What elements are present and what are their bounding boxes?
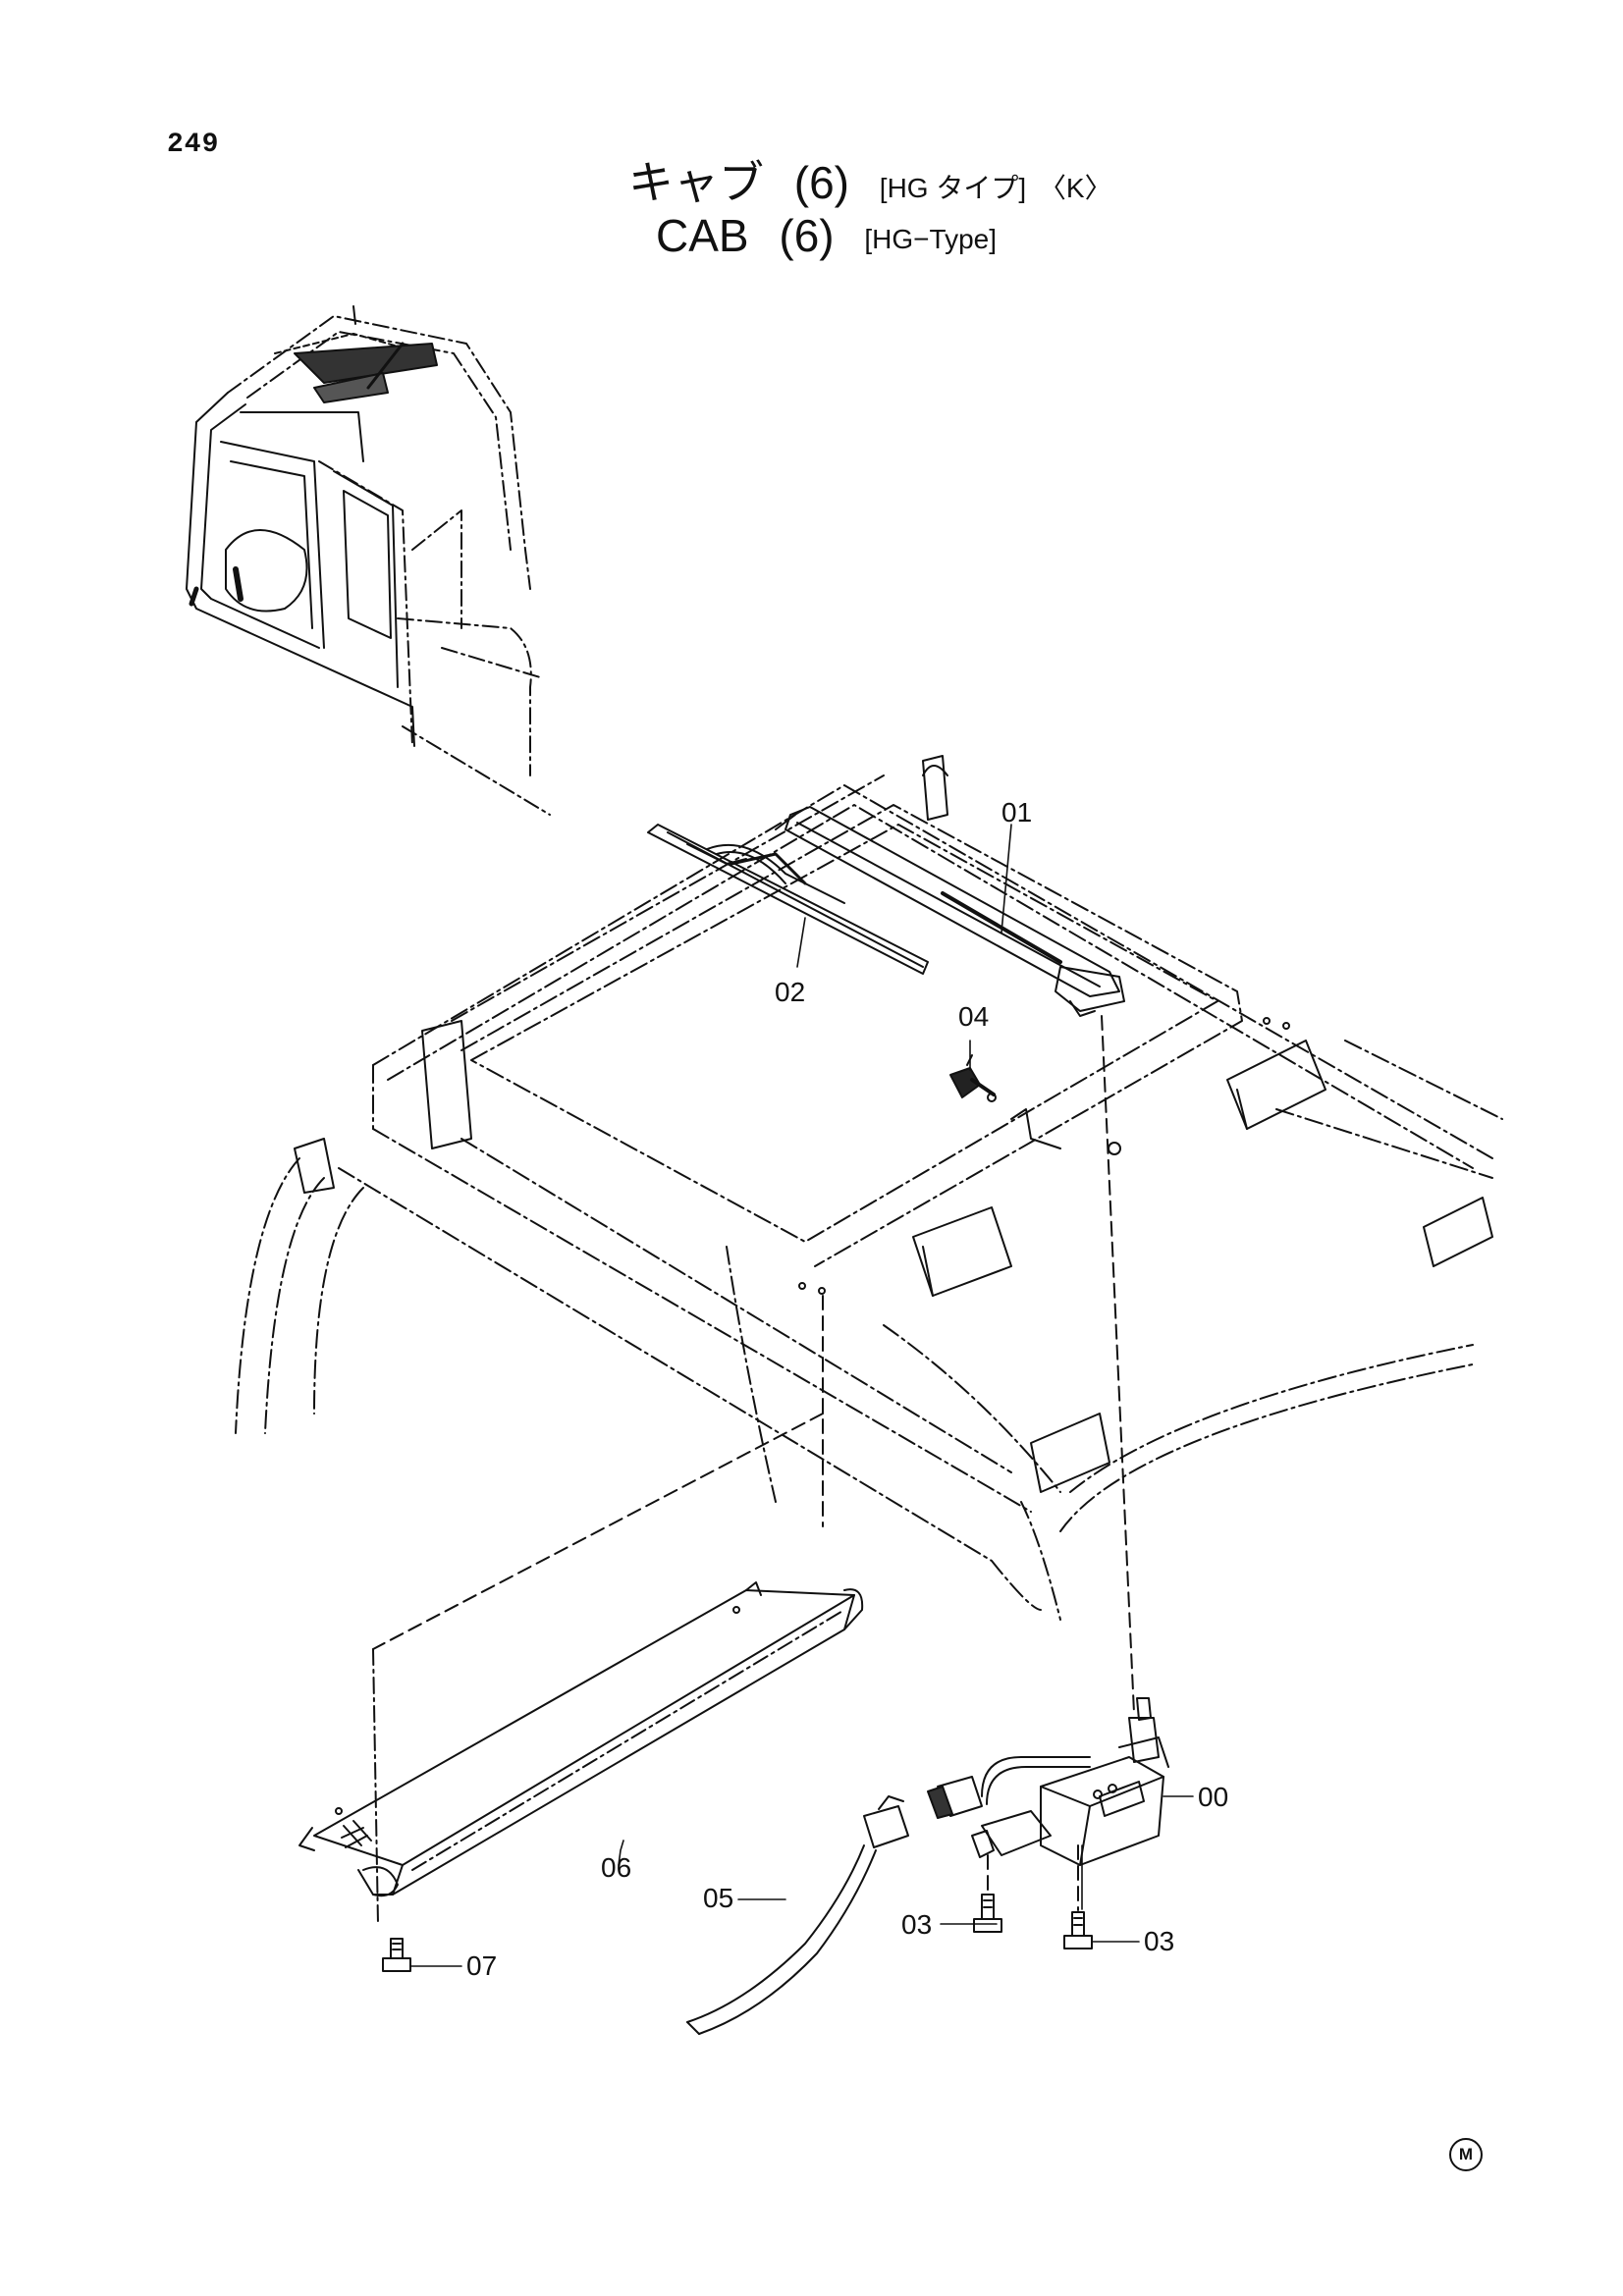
title-english: CAB (6) [HG−Type] [656,209,997,262]
callout-03-right: 03 [1144,1926,1175,1956]
maker-mark: M [1449,2138,1483,2171]
callout-03-left: 03 [901,1909,933,1940]
title-en-main: CAB [656,210,749,261]
roof-brackets [294,755,1493,1493]
callout-07: 07 [466,1950,498,1981]
page-number: 249 [167,130,220,160]
callout-04: 04 [958,1001,990,1032]
screw-03-left-part [973,1894,1002,1933]
callout-00: 00 [1198,1782,1229,1812]
title-en-number: (6) [779,210,835,261]
wiper-blade-part [647,824,929,975]
cab-roof-illustration [235,774,1503,1621]
sun-visor-part [298,1581,864,1897]
wire-harness-part [686,1795,909,2035]
title-jp-variant: 〈K〉 [1038,172,1112,203]
callout-06: 06 [601,1852,632,1883]
callout-02: 02 [775,977,806,1007]
title-jp-type: [HG タイプ] [879,172,1027,203]
title-en-type: [HG−Type] [864,223,998,254]
title-jp-number: (6) [793,157,850,208]
screw-07-part [382,1938,411,1972]
cab-overview-illustration [186,305,551,816]
wiper-motor-part [927,1697,1169,1866]
title-jp-main: キャブ [628,157,764,208]
screw-03-right-part [1063,1911,1093,1949]
callout-01: 01 [1001,797,1033,828]
callout-05: 05 [703,1883,734,1913]
title-japanese: キャブ (6) [HG タイプ] 〈K〉 [628,147,1112,212]
installation-guide-lines [372,1015,1135,1925]
connector-part [949,1054,997,1102]
callout-leader-lines [409,824,1194,1967]
